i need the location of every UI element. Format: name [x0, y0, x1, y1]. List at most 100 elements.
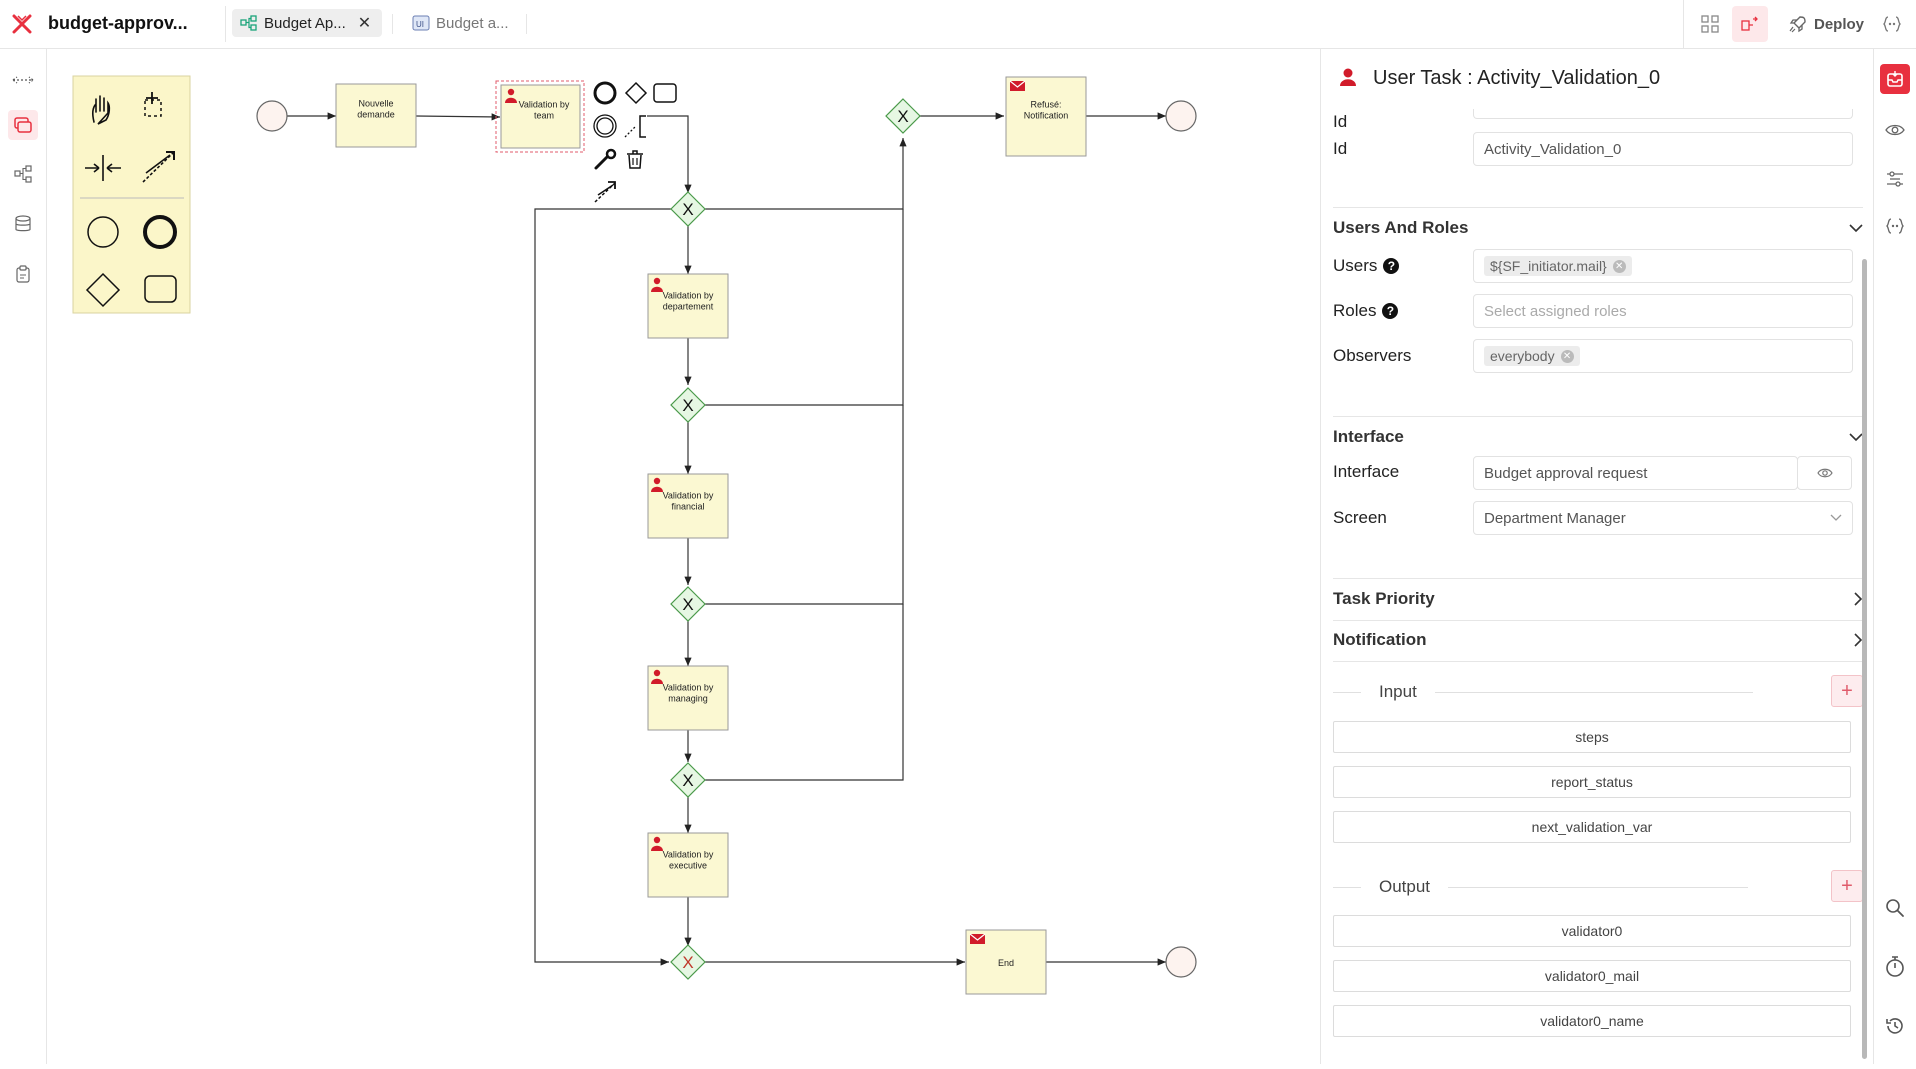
append-end-event-icon[interactable]: [593, 81, 617, 105]
observers-row: Observers: [1333, 339, 1851, 373]
task-label-line: Notification: [1024, 111, 1069, 121]
history-button[interactable]: [1880, 1011, 1910, 1041]
chevron-right-icon: [1854, 633, 1863, 647]
clipboard-icon: [16, 265, 30, 283]
ai-assistant-button[interactable]: [1874, 6, 1910, 42]
observers-input[interactable]: everybody ✕: [1473, 339, 1853, 373]
app-logo-icon[interactable]: [12, 14, 32, 34]
task-label-line: executive: [669, 861, 707, 871]
preview-button[interactable]: [1880, 115, 1910, 145]
gateway-tool-icon[interactable]: [85, 272, 121, 308]
scrollbar-thumb[interactable]: [1862, 259, 1867, 1059]
text-annotation-icon[interactable]: [624, 115, 646, 138]
history-icon: [1886, 1018, 1903, 1034]
app-title[interactable]: budget-approv...: [48, 13, 188, 33]
help-icon[interactable]: ?: [1383, 258, 1400, 274]
wrench-icon[interactable]: [594, 148, 617, 170]
start-event[interactable]: [256, 100, 288, 132]
name-field-partial[interactable]: [1473, 109, 1853, 119]
interface-input[interactable]: Budget approval request: [1473, 456, 1798, 490]
input-variable-item[interactable]: report_status: [1333, 766, 1851, 798]
remove-chip-icon[interactable]: ✕: [1612, 259, 1626, 273]
ui-page-icon: UI: [412, 15, 430, 31]
gateway-managing[interactable]: X: [670, 762, 706, 798]
roles-placeholder: Select assigned roles: [1484, 302, 1627, 320]
connect-icon[interactable]: [594, 181, 616, 203]
hand-tool-icon[interactable]: [91, 95, 111, 125]
lasso-tool-icon[interactable]: [144, 92, 162, 117]
users-input[interactable]: ${SF_initiator.mail} ✕: [1473, 249, 1853, 283]
append-gateway-icon[interactable]: [624, 81, 648, 105]
close-icon[interactable]: ✕: [357, 15, 372, 32]
task-refused-notification[interactable]: Refusé:Notification: [1005, 76, 1087, 157]
right-sidebar: [1873, 49, 1916, 1064]
output-variable-item[interactable]: validator0_name: [1333, 1005, 1851, 1037]
output-variable-item[interactable]: validator0: [1333, 915, 1851, 947]
users-label: Users ?: [1333, 256, 1400, 276]
append-task-icon[interactable]: [653, 83, 677, 103]
section-notification[interactable]: Notification: [1333, 620, 1863, 660]
gateway-team[interactable]: X: [670, 191, 706, 227]
tab-budget-approval-process[interactable]: Budget Ap... ✕: [232, 9, 382, 37]
sequence-flows: [287, 112, 1166, 966]
space-tool-icon[interactable]: [85, 155, 121, 181]
gateway-financial[interactable]: X: [670, 586, 706, 622]
interface-label: Interface: [1333, 462, 1400, 481]
screen-select[interactable]: Department Manager: [1473, 501, 1853, 535]
diagram-view-button[interactable]: [1731, 6, 1768, 42]
end-event-approved[interactable]: [1165, 946, 1197, 978]
output-variable-item[interactable]: validator0_mail: [1333, 960, 1851, 992]
gateway-final[interactable]: X: [670, 944, 706, 980]
panel-scrollbar[interactable]: [1861, 259, 1867, 1059]
tab-budget-approval-ui[interactable]: UI Budget a...: [404, 9, 524, 37]
id-input[interactable]: Activity_Validation_0: [1473, 132, 1853, 166]
deploy-button[interactable]: Deploy: [1778, 14, 1874, 34]
settings-button[interactable]: [1880, 164, 1910, 194]
add-output-button[interactable]: +: [1831, 870, 1863, 902]
output-header: Output +: [1333, 870, 1863, 902]
id-row: Id: [1333, 132, 1851, 166]
properties-toggle-button[interactable]: [1880, 64, 1910, 94]
sidebar-item-database[interactable]: [8, 209, 38, 239]
grid-view-button[interactable]: [1692, 6, 1728, 42]
end-event-tool-icon[interactable]: [143, 215, 177, 249]
trash-icon[interactable]: [627, 150, 643, 169]
remove-chip-icon[interactable]: ✕: [1560, 349, 1574, 363]
task-tool-icon[interactable]: [144, 275, 177, 303]
sidebar-item-reports[interactable]: [8, 259, 38, 289]
preview-interface-button[interactable]: [1797, 456, 1852, 490]
section-users-and-roles[interactable]: Users And Roles: [1333, 208, 1863, 248]
section-interface[interactable]: Interface: [1333, 417, 1863, 457]
expand-collapse-button[interactable]: [8, 65, 38, 95]
gateway-refused[interactable]: X: [885, 98, 921, 134]
user-chip: ${SF_initiator.mail} ✕: [1484, 256, 1632, 276]
help-icon[interactable]: ?: [1382, 303, 1399, 319]
sidebar-item-processes[interactable]: [8, 159, 38, 189]
user-task-icon: [505, 88, 517, 103]
end-event-refused[interactable]: [1165, 100, 1197, 132]
sidebar-item-pages[interactable]: [8, 110, 38, 140]
append-intermediate-event-icon[interactable]: [593, 114, 617, 138]
ai-button[interactable]: [1880, 211, 1910, 241]
global-connect-tool-icon[interactable]: [142, 151, 175, 183]
gateway-departement[interactable]: X: [670, 387, 706, 423]
divider: [225, 6, 226, 42]
task-end[interactable]: End: [965, 929, 1047, 995]
section-task-priority[interactable]: Task Priority: [1333, 579, 1863, 619]
start-event-tool-icon[interactable]: [87, 216, 119, 248]
search-button[interactable]: [1880, 893, 1910, 923]
process-diagram-icon: [240, 15, 257, 31]
timer-button[interactable]: [1880, 951, 1910, 981]
input-variable-item[interactable]: next_validation_var: [1333, 811, 1851, 843]
add-input-button[interactable]: +: [1831, 675, 1863, 707]
roles-input[interactable]: Select assigned roles: [1473, 294, 1853, 328]
input-variable-item[interactable]: steps: [1333, 721, 1851, 753]
send-mail-icon: [969, 933, 986, 944]
